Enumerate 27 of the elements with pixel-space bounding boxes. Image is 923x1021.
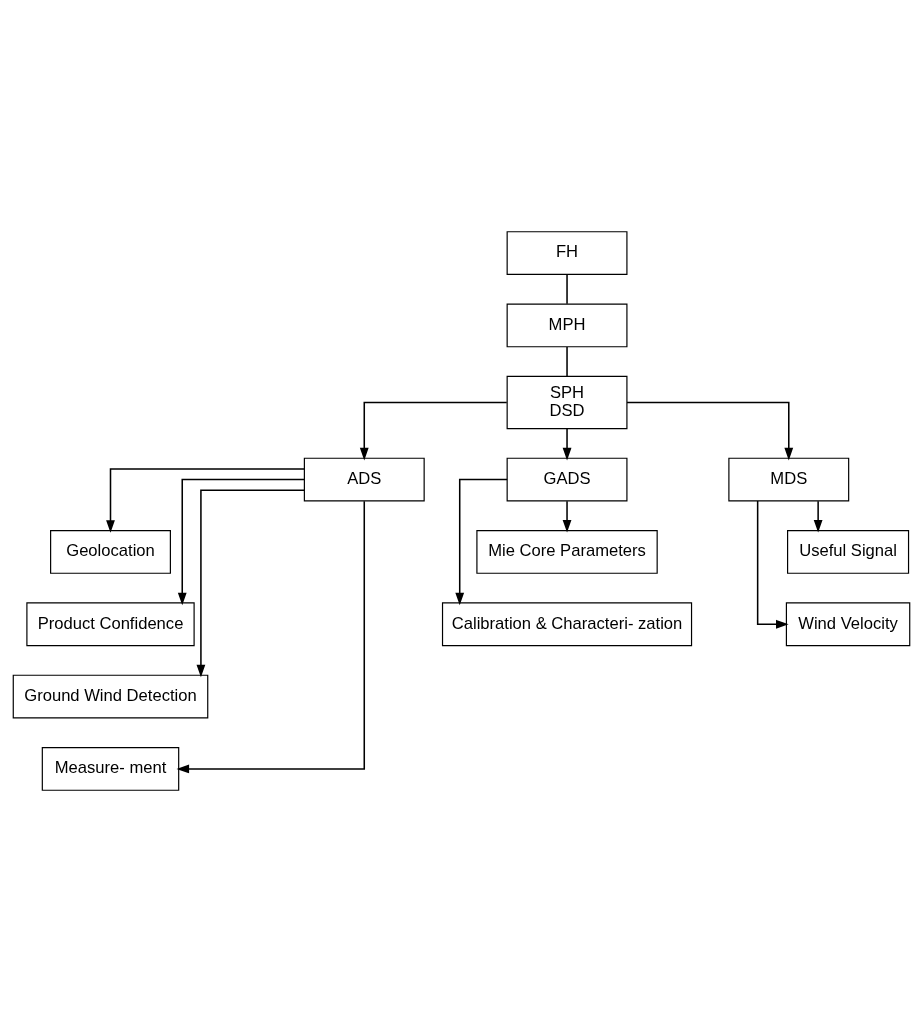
node-box: Wind Velocity — [785, 601, 911, 646]
node-box: Useful Signal — [787, 529, 910, 574]
node-box: Measure- ment — [41, 746, 180, 791]
node-box: Ground Wind Detection — [12, 674, 209, 718]
node-box: MDS — [728, 457, 850, 501]
node-box: Mie Core Parameters — [476, 529, 658, 574]
node-box: Geolocation — [50, 529, 171, 574]
arrow — [756, 499, 789, 629]
node-box: SPH DSD — [506, 375, 628, 429]
arrow — [813, 500, 823, 533]
arrow — [626, 401, 794, 460]
arrow — [106, 467, 305, 533]
node-box: Product Confidence — [26, 601, 195, 646]
arrow — [359, 401, 508, 460]
arrow — [562, 500, 572, 533]
arrow — [177, 478, 305, 605]
node-box: Calibration & Characteri- zation — [441, 601, 693, 646]
node-box: FH — [506, 230, 628, 275]
arrow — [196, 489, 306, 677]
node-box: GADS — [506, 457, 628, 501]
arrow — [562, 427, 572, 460]
arrow — [176, 500, 366, 773]
arrow — [455, 478, 508, 605]
node-box: ADS — [303, 457, 425, 501]
connector — [566, 273, 568, 304]
connector — [566, 345, 568, 377]
node-box: MPH — [506, 303, 628, 347]
